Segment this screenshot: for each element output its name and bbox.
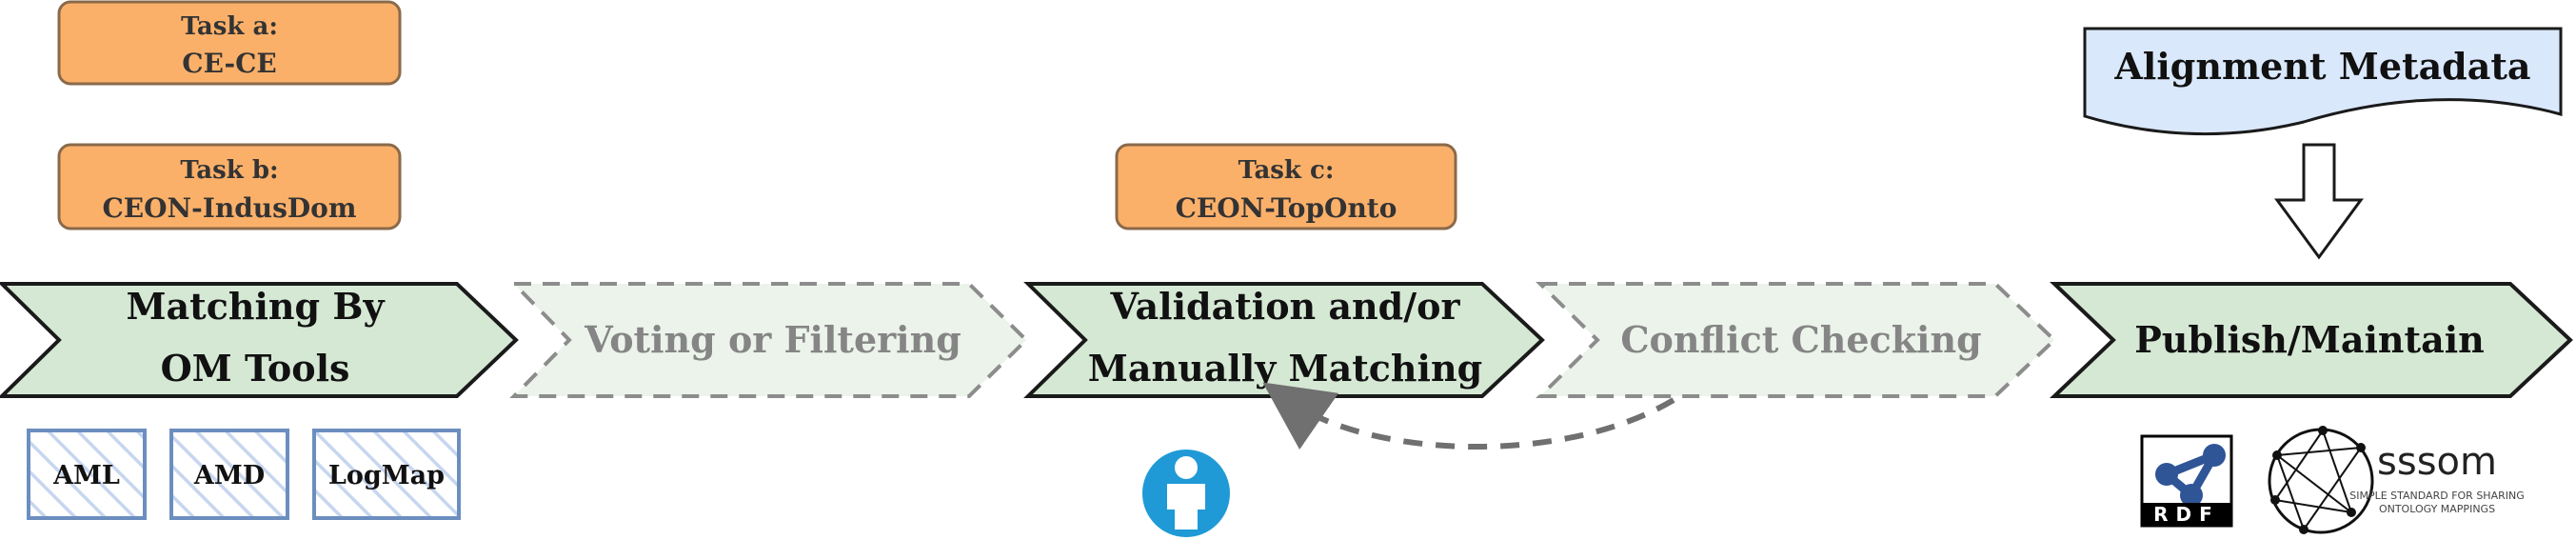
stage-publish-maintain: Publish/Maintain: [2049, 282, 2573, 398]
task-c-title: Task c:: [1238, 156, 1335, 185]
rdf-logo-text: RDF: [2153, 503, 2220, 526]
task-a-name: CE-CE: [182, 48, 276, 79]
sssom-logo-tagline-1: SIMPLE STANDARD FOR SHARING: [2349, 490, 2524, 502]
stage-3-line2: Manually Matching: [1088, 347, 1482, 390]
sssom-logo-tagline-2: ONTOLOGY MAPPINGS: [2379, 503, 2495, 515]
task-c-name: CEON-TopOnto: [1176, 192, 1397, 224]
sssom-logo: sssom SIMPLE STANDARD FOR SHARING ONTOLO…: [2349, 440, 2524, 515]
stage-1-line1: Matching By: [126, 285, 385, 328]
stage-5-label: Publish/Maintain: [2134, 318, 2485, 361]
tool-amd-label: AMD: [193, 461, 265, 490]
task-a-box: Task a: CE-CE: [57, 0, 402, 86]
task-a-title: Task a:: [181, 12, 278, 41]
alignment-metadata-box: Alignment Metadata: [2083, 27, 2563, 136]
task-c-box: Task c: CEON-TopOnto: [1115, 143, 1457, 230]
task-b-title: Task b:: [180, 156, 278, 185]
task-b-box: Task b: CEON-IndusDom: [57, 143, 402, 230]
network-graph-icon: [2268, 426, 2374, 534]
alignment-metadata-label: Alignment Metadata: [2113, 45, 2530, 88]
stage-matching-by-om-tools: Matching By OM Tools: [0, 282, 519, 398]
stage-voting-or-filtering: Voting or Filtering: [509, 282, 1029, 398]
stage-validation-manually-matching: Validation and/or Manually Matching: [1023, 282, 1545, 398]
person-icon: [1142, 450, 1230, 537]
feedback-arrow: [1262, 382, 1675, 450]
tool-logmap: LogMap: [312, 429, 461, 520]
stage-1-line2: OM Tools: [161, 347, 350, 390]
tool-logmap-label: LogMap: [328, 461, 445, 490]
rdf-logo: RDF: [2140, 434, 2233, 528]
tool-aml: AML: [27, 429, 147, 520]
stage-conflict-checking: Conflict Checking: [1536, 282, 2057, 398]
stage-3-line1: Validation and/or: [1110, 285, 1461, 328]
sssom-logo-name: sssom: [2377, 440, 2497, 484]
stage-4-label: Conflict Checking: [1620, 318, 1981, 361]
tool-amd: AMD: [169, 429, 289, 520]
down-arrow-icon: [2274, 143, 2364, 260]
task-b-name: CEON-IndusDom: [103, 192, 357, 224]
stage-2-label: Voting or Filtering: [584, 318, 961, 361]
tool-aml-label: AML: [52, 461, 120, 490]
